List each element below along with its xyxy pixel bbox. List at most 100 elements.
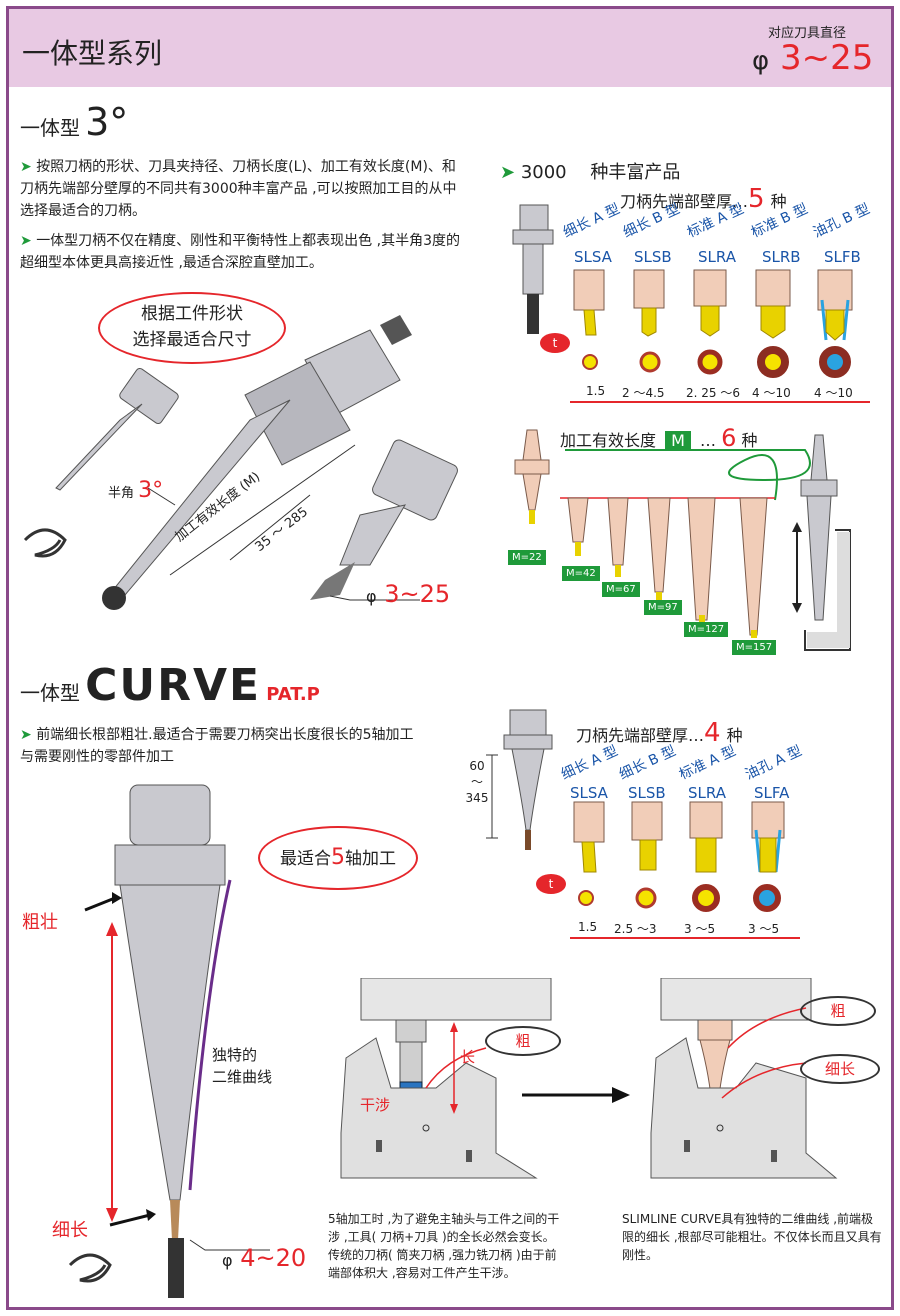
holder-illustration <box>23 315 458 610</box>
m-prefix: 加工有效长度 <box>560 431 657 450</box>
thick-label: 粗壮 <box>22 912 58 933</box>
m-title: 加工有效长度 M … 6 种 <box>560 424 758 452</box>
products-title: ➤ 3000 种丰富产品 <box>500 158 680 184</box>
curve-tool-drawing <box>68 784 270 1298</box>
length-top: 60 <box>469 759 485 773</box>
phi-symbol: φ <box>366 587 377 606</box>
left-interfere-label: 干涉 <box>360 1096 391 1114</box>
products-holder-image <box>512 204 554 334</box>
arrow-bullet-icon: ➤ <box>20 159 37 175</box>
brand-mark-icon <box>23 528 67 558</box>
tip-profiles <box>570 269 870 403</box>
diameter-value: 3~25 <box>779 38 874 78</box>
length-bottom: 345 <box>465 791 489 805</box>
cutter-holder <box>310 439 458 600</box>
m-value-badge: M=67 <box>602 582 640 597</box>
process-arrow-icon <box>522 1087 630 1103</box>
curve-title: 一体型 CURVE PAT.P <box>20 660 320 711</box>
header-band <box>9 9 891 87</box>
large-holder <box>102 315 412 610</box>
curve-bullet-text: 前端细长根部粗壮.最适合于需要刀柄突出长度很长的5轴加工与需要刚性的零部件加工 <box>20 727 414 765</box>
bullet-1-text: 按照刀柄的形状、刀具夹持径、刀柄长度(L)、加工有效长度(M)、和刀柄先端部分壁… <box>20 159 457 219</box>
wall-range: 2 ～4.5 <box>622 386 665 400</box>
phi-symbol: φ <box>222 1251 233 1270</box>
right-caption: SLIMLINE CURVE具有独特的二维曲线 ,前端极限的细长 ,根部尽可能粗… <box>622 1212 882 1262</box>
page-title: 一体型系列 <box>22 37 163 70</box>
half-angle-text: 半角 <box>108 486 135 501</box>
title-prefix: 一体型 <box>20 116 80 140</box>
type-code: SLFB <box>824 248 861 266</box>
curve-title-prefix: 一体型 <box>20 681 80 705</box>
curve-pat: PAT.P <box>266 684 320 705</box>
curve-dia-value: 4~20 <box>240 1244 307 1272</box>
length-range: 60 ～ 345 <box>462 758 492 806</box>
left-long-label: 长 <box>460 1048 476 1066</box>
curve-title-big: CURVE <box>85 660 262 711</box>
bullet-1: ➤ 按照刀柄的形状、刀具夹持径、刀柄长度(L)、加工有效长度(M)、和刀柄先端部… <box>20 156 460 222</box>
curve-wall-range: 1.5 <box>578 920 598 934</box>
m-value-badge: M=97 <box>644 600 682 615</box>
brand-mark-icon <box>68 1253 112 1283</box>
5axis-bubble: 最适合5轴加工 <box>258 826 418 890</box>
tip-slfb <box>817 269 853 341</box>
diameter-range: φ 3~25 <box>752 38 873 78</box>
arrow-bullet-icon: ➤ <box>500 162 521 183</box>
sec1-dia-value: 3~25 <box>384 580 451 608</box>
half-angle-value: 3° <box>138 478 164 503</box>
m-value-badge: M=22 <box>508 550 546 565</box>
tip-slrb <box>755 269 791 339</box>
products-title-text: 种丰富产品 <box>590 162 681 183</box>
tip-slsb <box>633 269 665 337</box>
tip-slsa <box>573 269 605 336</box>
wall-range: 4 ～10 <box>814 386 853 400</box>
diameter-label: 对应刀具直径 <box>768 26 847 41</box>
left-thick-bubble: 粗 <box>485 1026 561 1056</box>
m-dots: … <box>700 431 717 450</box>
curve-type-code: SLFA <box>754 784 790 802</box>
curve-tip-profiles <box>570 801 800 939</box>
wall-range: 4 ～10 <box>752 386 791 400</box>
curve-label: 独特的 二维曲线 <box>212 1046 273 1086</box>
5axis-prefix: 最适合 <box>280 849 331 869</box>
right-thick-bubble: 粗 <box>800 996 876 1026</box>
curve-small-holder <box>486 709 553 850</box>
m-suffix: 种 <box>741 431 758 450</box>
size-bubble: 根据工件形状 选择最适合尺寸 <box>98 292 286 364</box>
right-thin-bubble: 细长 <box>800 1054 880 1084</box>
left-caption: 5轴加工时 ,为了避免主轴头与工件之间的干涉 ,工具( 刀柄+刀具 )的全长必然… <box>328 1212 560 1280</box>
curve-wall-prefix: 刀柄先端部壁厚… <box>576 726 705 745</box>
arrow-bullet-icon: ➤ <box>20 727 37 743</box>
m-variants-drawing <box>514 429 851 651</box>
curve-bullet: ➤ 前端细长根部粗壮.最适合于需要刀柄突出长度很长的5轴加工与需要刚性的零部件加… <box>20 724 420 768</box>
thin-label: 细长 <box>52 1220 88 1241</box>
length-tilde: ～ <box>470 775 483 789</box>
curve-t-badge: t <box>536 874 566 894</box>
wall-suffix: 种 <box>770 192 787 211</box>
5axis-suffix: 轴加工 <box>345 849 396 869</box>
tip-slra <box>693 269 727 337</box>
machining-diagram-right <box>650 978 838 1179</box>
t-badge: t <box>540 333 570 353</box>
curve-type-code: SLRA <box>688 784 726 802</box>
type-code: SLSB <box>634 248 672 266</box>
curve-wall-range: 2.5 ～3 <box>614 922 657 936</box>
small-holder <box>55 367 179 491</box>
m-box: M <box>665 431 691 450</box>
deep-cavity-workpiece <box>792 434 851 651</box>
title-big: 3° <box>85 100 129 144</box>
type-code: SLRB <box>762 248 801 266</box>
half-angle-label: 半角 3° <box>108 478 163 503</box>
wall-count: 5 <box>748 184 765 214</box>
m-value-badge: M=157 <box>732 640 777 655</box>
bullet-2-text: 一体型刀柄不仅在精度、刚性和平衡特性上都表现出色 ,其半角3度的超细型本体更具高… <box>20 233 460 271</box>
sec1-diameter: φ 3~25 <box>366 580 450 608</box>
wall-range: 2. 25 ～6 <box>686 386 740 400</box>
products-count: 3000 <box>520 162 567 183</box>
curve-diameter: φ 4~20 <box>222 1244 306 1272</box>
phi-symbol: φ <box>752 46 770 76</box>
page-frame <box>6 6 894 1310</box>
5axis-num: 5 <box>331 845 345 870</box>
type-code: SLSA <box>574 248 612 266</box>
